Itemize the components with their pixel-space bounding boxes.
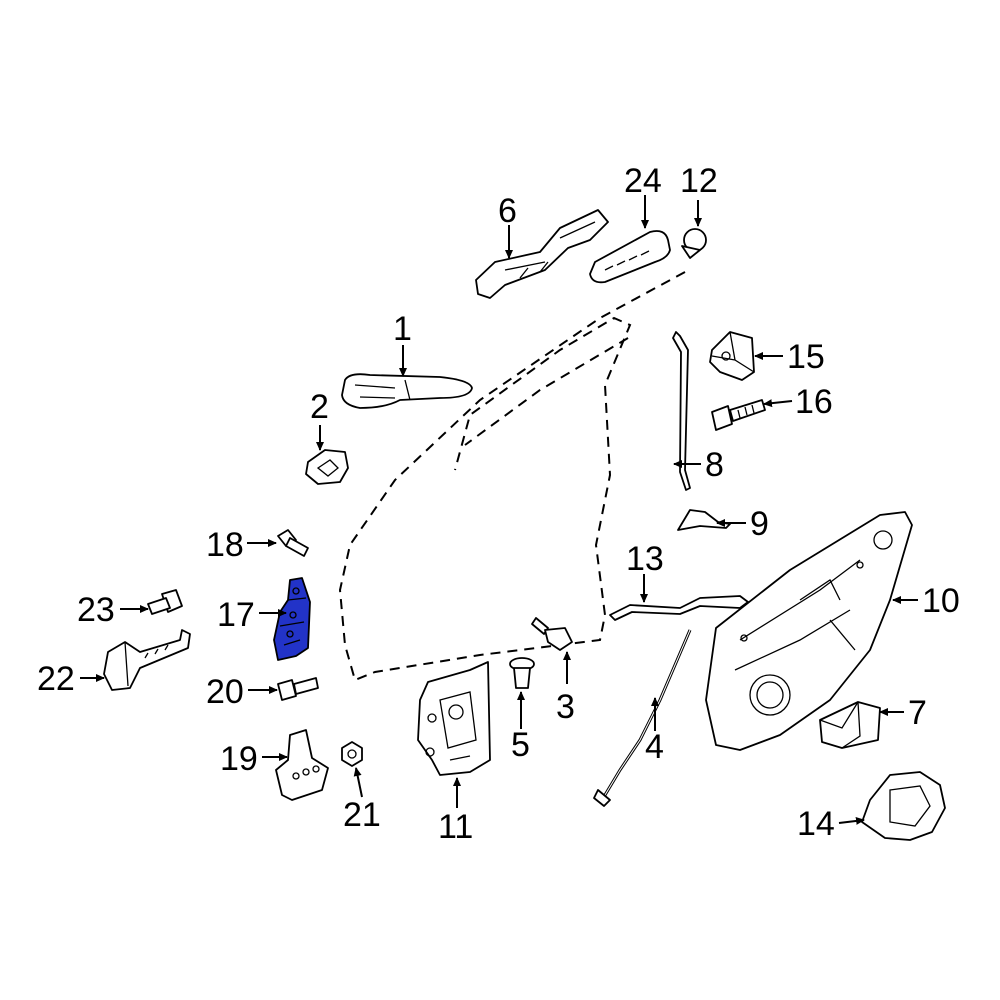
outside-handle-part (341, 373, 473, 409)
callout-23: 23 (77, 591, 115, 629)
callout-21: 21 (343, 796, 381, 834)
callout-2: 2 (310, 388, 329, 426)
striker-plate-part (273, 577, 311, 661)
grommet-part (531, 617, 573, 651)
check-strap-part (103, 629, 191, 691)
callout-12: 12 (680, 162, 718, 200)
callout-4: 4 (645, 728, 664, 766)
callout-20: 20 (206, 673, 244, 711)
callout-22: 22 (37, 660, 75, 698)
callout-11: 11 (438, 808, 473, 846)
callout-15: 15 (787, 338, 825, 376)
lock-rod-part (672, 331, 691, 491)
bolt-20-part (277, 677, 319, 701)
callout-6: 6 (498, 192, 517, 230)
callout-13: 13 (626, 540, 664, 578)
door-latch-part (417, 661, 491, 776)
handle-clip-part (305, 449, 349, 485)
callout-17: 17 (217, 596, 255, 634)
push-fastener-part (509, 657, 535, 689)
callout-5: 5 (511, 726, 530, 764)
handle-bracket-part (475, 209, 609, 299)
leader-arrows (80, 195, 918, 825)
hinge-bolt-part (711, 399, 766, 431)
callout-3: 3 (556, 688, 575, 726)
keypad-part (589, 230, 671, 284)
regulator-bracket-part (861, 771, 946, 841)
window-motor-part (819, 701, 881, 749)
callout-1: 1 (393, 310, 412, 348)
trim-piece-part (677, 509, 731, 531)
callout-14: 14 (797, 805, 835, 843)
callout-24: 24 (624, 162, 662, 200)
lock-cable-part (593, 629, 692, 807)
release-cable-part (609, 595, 749, 621)
callout-18: 18 (206, 526, 244, 564)
screw-18-part (277, 529, 309, 557)
bolt-23-part (147, 589, 183, 615)
callout-10: 10 (922, 582, 960, 620)
callout-16: 16 (795, 383, 833, 421)
callout-19: 19 (220, 740, 258, 778)
callout-7: 7 (908, 694, 927, 732)
callout-9: 9 (750, 505, 769, 543)
lock-cap-part (681, 228, 707, 259)
door-outline (338, 271, 686, 682)
callout-8: 8 (705, 446, 724, 484)
callout-labels: 1 2 3 4 5 6 7 8 9 10 11 12 13 14 15 16 1… (37, 162, 960, 846)
bracket-19-part (275, 729, 329, 801)
door-hinge-part (709, 331, 755, 381)
door-module-panel-part (705, 511, 913, 751)
nut-21-part (341, 741, 363, 767)
